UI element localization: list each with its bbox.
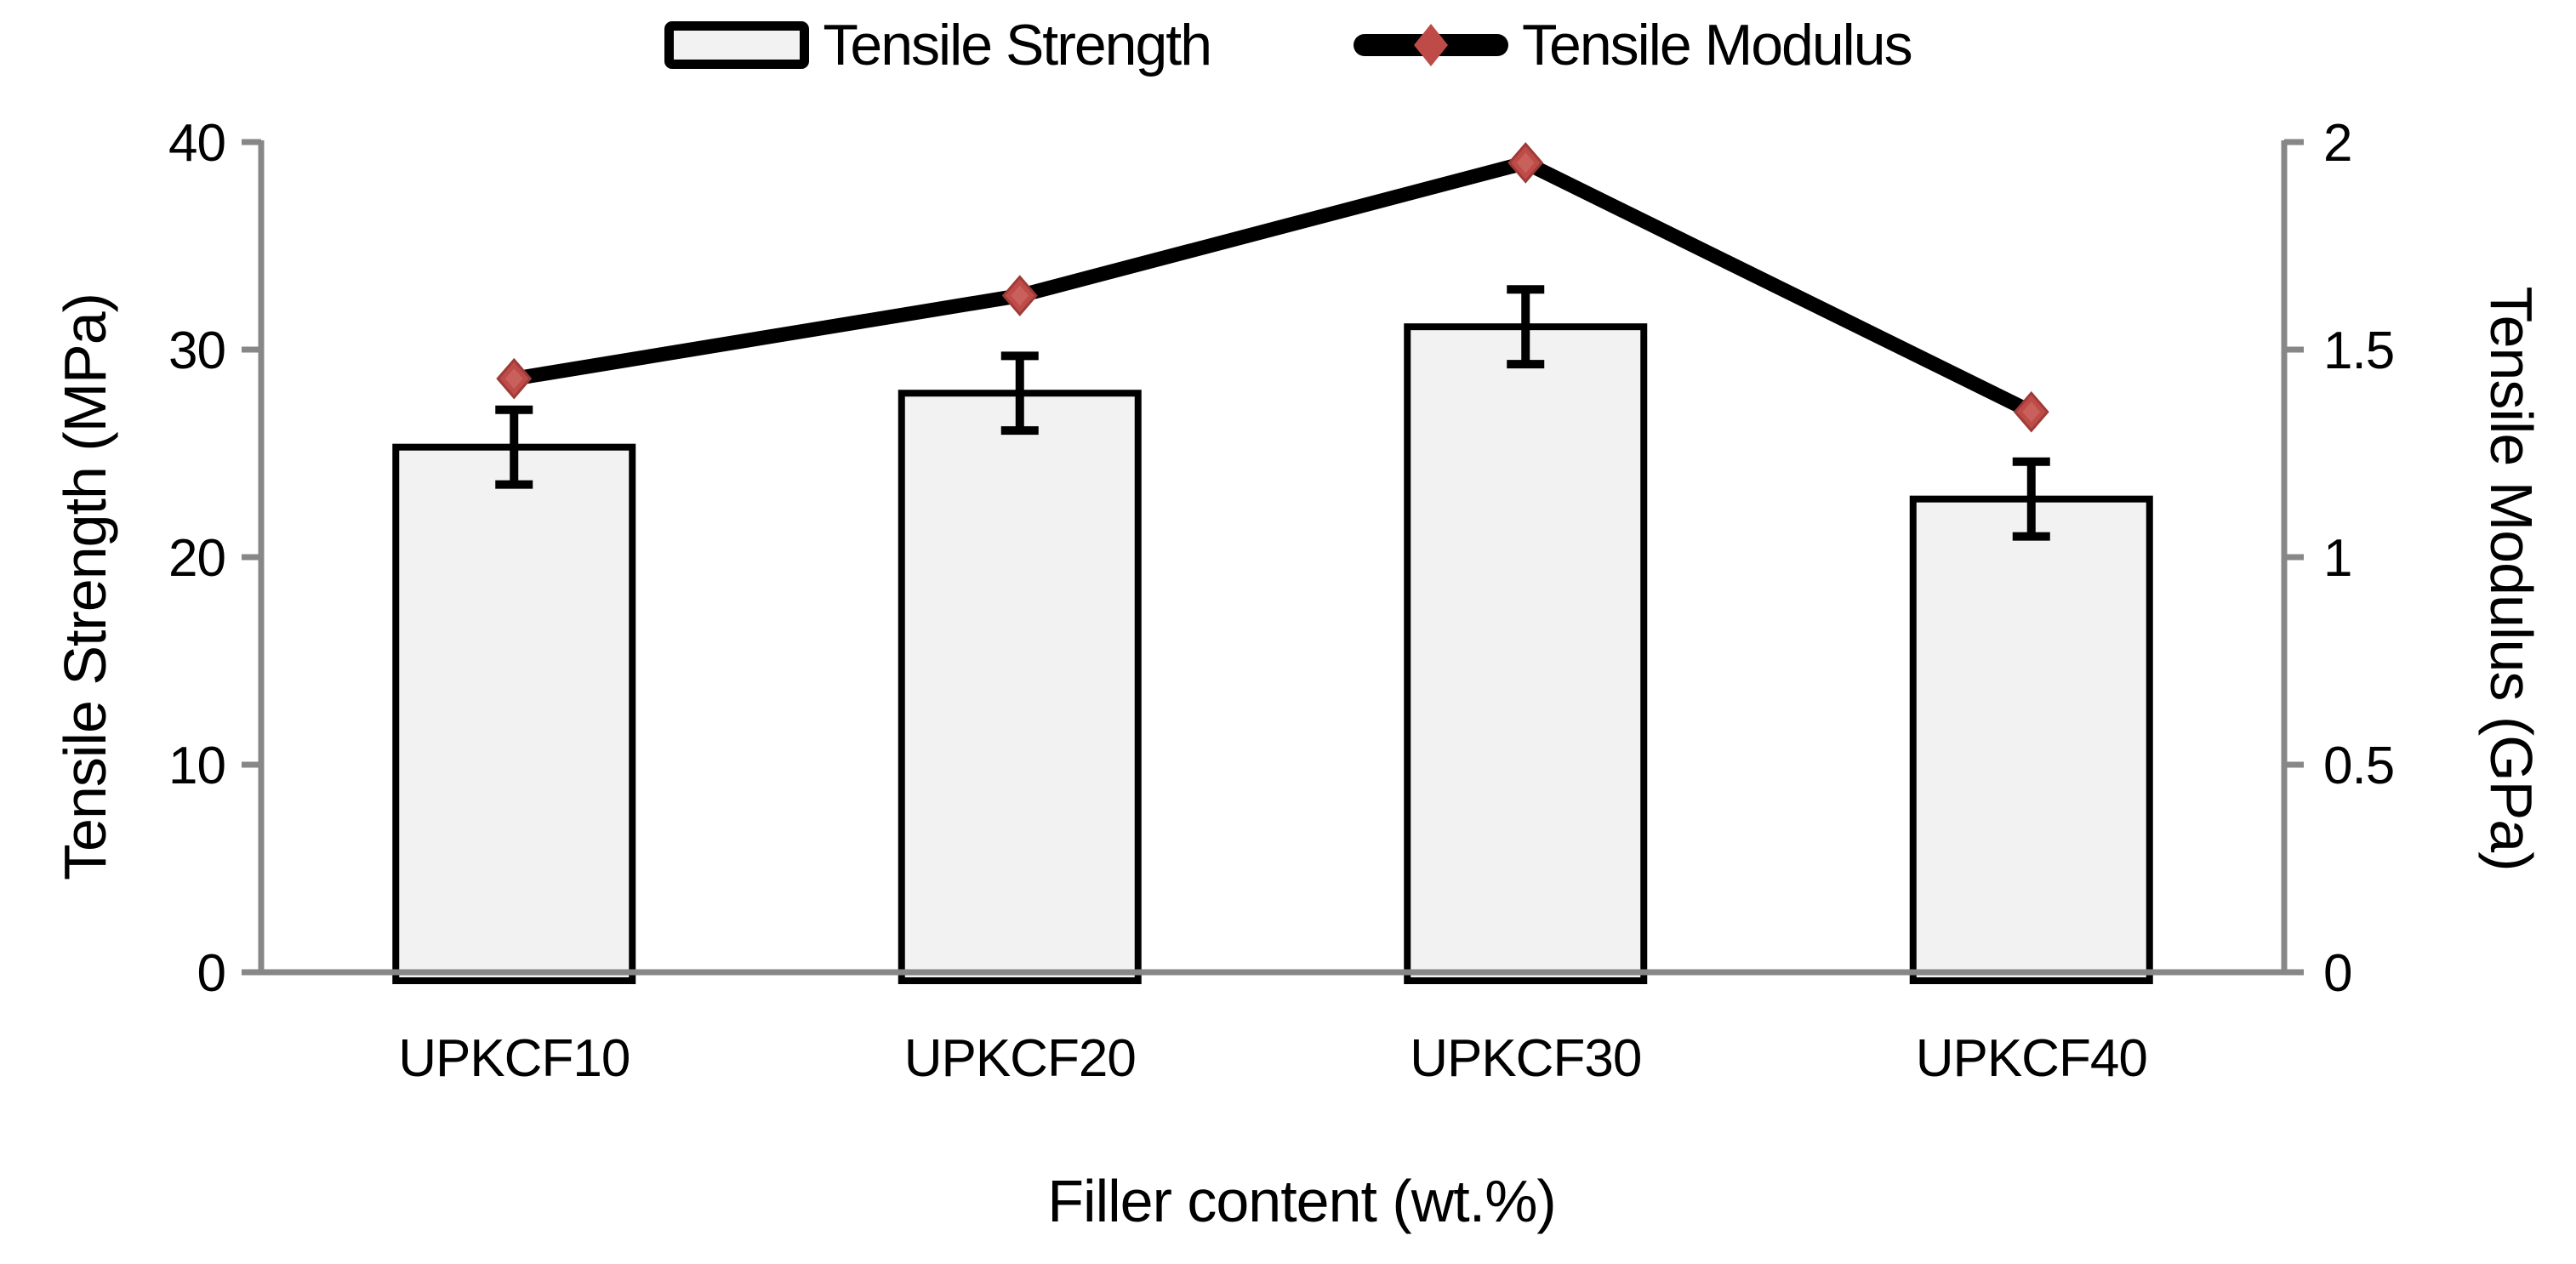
- diamond-marker-inner-UPKCF10: [504, 368, 523, 390]
- x-axis-title: Filler content (wt.%): [1047, 1168, 1556, 1234]
- right-tick-label-2: 2: [2323, 114, 2351, 173]
- bar-UPKCF10: [392, 443, 636, 984]
- left-axis-title: Tensile Strength (MPa): [52, 293, 118, 880]
- bar-UPKCF20: [898, 390, 1142, 984]
- left-tick-label-20: 20: [168, 529, 225, 588]
- category-label-UPKCF30: UPKCF30: [1410, 1029, 1641, 1088]
- legend-bar-swatch-icon: [664, 21, 810, 69]
- right-tick-label-0.5: 0.5: [2323, 737, 2394, 795]
- right-axis-title: Tensile Modulus (GPa): [2478, 286, 2545, 871]
- legend-item-tensile-strength: Tensile Strength: [664, 12, 1212, 78]
- category-label-UPKCF40: UPKCF40: [1916, 1029, 2147, 1088]
- category-label-UPKCF20: UPKCF20: [904, 1029, 1136, 1088]
- legend-label-tensile-modulus: Tensile Modulus: [1522, 13, 1913, 77]
- legend-diamond-icon: [1414, 24, 1449, 66]
- left-tick-label-30: 30: [168, 322, 225, 380]
- right-tick-label-1: 1: [2323, 529, 2351, 588]
- bar-UPKCF40: [1909, 495, 2153, 984]
- right-tick-label-0: 0: [2323, 944, 2351, 1003]
- bar-UPKCF30: [1404, 323, 1648, 985]
- left-tick-label-0: 0: [197, 944, 225, 1003]
- diamond-marker-inner-UPKCF40: [2022, 401, 2041, 423]
- legend-line-marker-icon: [1354, 24, 1509, 66]
- legend-label-tensile-strength: Tensile Strength: [823, 13, 1212, 77]
- legend: Tensile Strength Tensile Modulus: [0, 12, 2576, 78]
- diamond-marker-inner-UPKCF20: [1011, 285, 1029, 306]
- category-label-UPKCF10: UPKCF10: [398, 1029, 630, 1088]
- right-tick-label-1.5: 1.5: [2323, 322, 2394, 380]
- left-tick-label-10: 10: [168, 737, 225, 795]
- modulus-line: [512, 155, 2035, 418]
- left-tick-label-40: 40: [168, 114, 225, 173]
- legend-item-tensile-modulus: Tensile Modulus: [1354, 12, 1913, 78]
- diamond-marker-inner-UPKCF30: [1516, 152, 1535, 174]
